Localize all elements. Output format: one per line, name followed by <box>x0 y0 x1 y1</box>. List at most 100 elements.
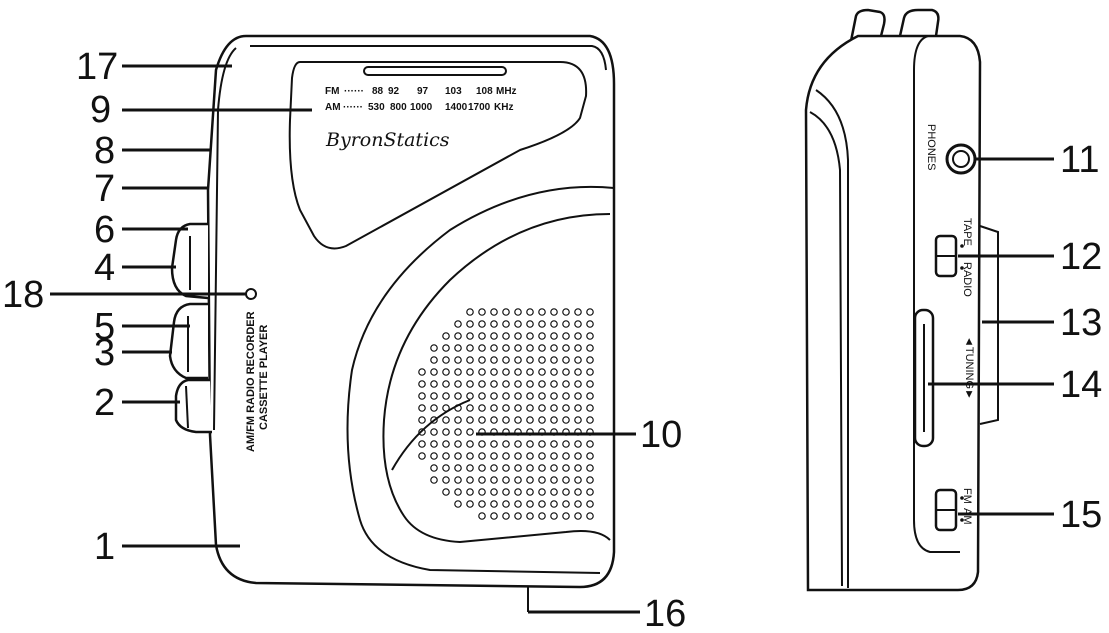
side-body-outline <box>804 34 982 592</box>
side-view: PHONES TAPE RADIO ◄TUNING► FM AM <box>804 8 999 592</box>
grille-hole <box>454 332 462 340</box>
grille-hole <box>514 380 522 388</box>
grille-hole <box>478 464 486 472</box>
tape-dot <box>960 244 964 248</box>
am-unit: KHz <box>494 102 513 113</box>
grille-hole <box>538 464 546 472</box>
grille-hole <box>526 392 534 400</box>
phones-label-group: PHONES <box>925 124 937 170</box>
grille-hole <box>418 440 426 448</box>
grille-hole <box>478 344 486 352</box>
grille-hole <box>538 356 546 364</box>
grille-hole <box>442 416 450 424</box>
callout-12: 12 <box>1060 236 1102 278</box>
grille-hole <box>454 428 462 436</box>
grille-hole <box>454 356 462 364</box>
grille-hole <box>526 488 534 496</box>
grille-hole <box>514 308 522 316</box>
speaker-panel-inner <box>382 213 611 544</box>
grille-hole <box>454 440 462 448</box>
grille-hole <box>466 380 474 388</box>
grille-hole <box>562 356 570 364</box>
grille-hole <box>550 308 558 316</box>
grille-hole <box>538 488 546 496</box>
grille-hole <box>586 500 594 508</box>
grille-hole <box>586 308 594 316</box>
callout-2: 2 <box>94 382 115 424</box>
grille-hole <box>550 392 558 400</box>
grille-hole <box>562 308 570 316</box>
grille-hole <box>490 344 498 352</box>
grille-hole <box>526 332 534 340</box>
fm-unit: MHz <box>496 86 517 97</box>
grille-hole <box>562 368 570 376</box>
grille-hole <box>550 452 558 460</box>
grille-hole <box>526 512 534 520</box>
grille-hole <box>574 512 582 520</box>
grille-hole <box>418 404 426 412</box>
grille-hole <box>574 440 582 448</box>
grille-hole <box>442 356 450 364</box>
grille-hole <box>574 380 582 388</box>
grille-hole <box>430 476 438 484</box>
grille-hole <box>526 464 534 472</box>
grille-hole <box>490 356 498 364</box>
grille-hole <box>430 452 438 460</box>
grille-hole <box>562 392 570 400</box>
grille-hole <box>502 368 510 376</box>
fm-dots: ······ <box>344 86 364 97</box>
grille-hole <box>562 500 570 508</box>
grille-hole <box>538 476 546 484</box>
grille-hole <box>418 416 426 424</box>
am-value-1000: 1000 <box>410 102 433 113</box>
grille-hole <box>538 500 546 508</box>
phones-label: PHONES <box>925 124 937 170</box>
callout-16: 16 <box>644 593 686 633</box>
grille-hole <box>574 488 582 496</box>
grille-hole <box>538 344 546 352</box>
side-inner-curve-2 <box>809 111 843 587</box>
grille-hole <box>442 476 450 484</box>
grille-hole <box>478 320 486 328</box>
grille-hole <box>574 344 582 352</box>
grille-hole <box>526 368 534 376</box>
callout-10: 10 <box>640 414 682 456</box>
grille-hole <box>454 488 462 496</box>
grille-hole <box>442 404 450 412</box>
grille-hole <box>454 476 462 484</box>
front-top-edge <box>250 45 607 71</box>
grille-hole <box>442 440 450 448</box>
grille-hole <box>454 344 462 352</box>
grille-hole <box>490 488 498 496</box>
grille-hole <box>550 332 558 340</box>
am-value-530: 530 <box>368 102 385 113</box>
grille-hole <box>478 368 486 376</box>
grille-hole <box>574 416 582 424</box>
button-divider-3 <box>185 385 189 429</box>
grille-hole <box>442 332 450 340</box>
grille-hole <box>466 308 474 316</box>
grille-hole <box>442 392 450 400</box>
grille-hole <box>526 452 534 460</box>
fm-value-92: 92 <box>388 86 400 97</box>
tape-label: TAPE <box>961 218 973 246</box>
grille-hole <box>442 368 450 376</box>
grille-hole <box>478 380 486 388</box>
grille-hole <box>538 308 546 316</box>
grille-hole <box>490 440 498 448</box>
grille-hole <box>526 308 534 316</box>
grille-hole <box>454 380 462 388</box>
callout-15: 15 <box>1060 494 1102 536</box>
grille-hole <box>502 464 510 472</box>
grille-hole <box>526 380 534 388</box>
grille-hole <box>418 368 426 376</box>
fm-value-97: 97 <box>417 86 429 97</box>
grille-hole <box>574 500 582 508</box>
grille-hole <box>538 404 546 412</box>
grille-hole <box>538 320 546 328</box>
grille-hole <box>430 368 438 376</box>
grille-hole <box>466 416 474 424</box>
grille-hole <box>526 320 534 328</box>
grille-hole <box>490 332 498 340</box>
grille-hole <box>550 344 558 352</box>
